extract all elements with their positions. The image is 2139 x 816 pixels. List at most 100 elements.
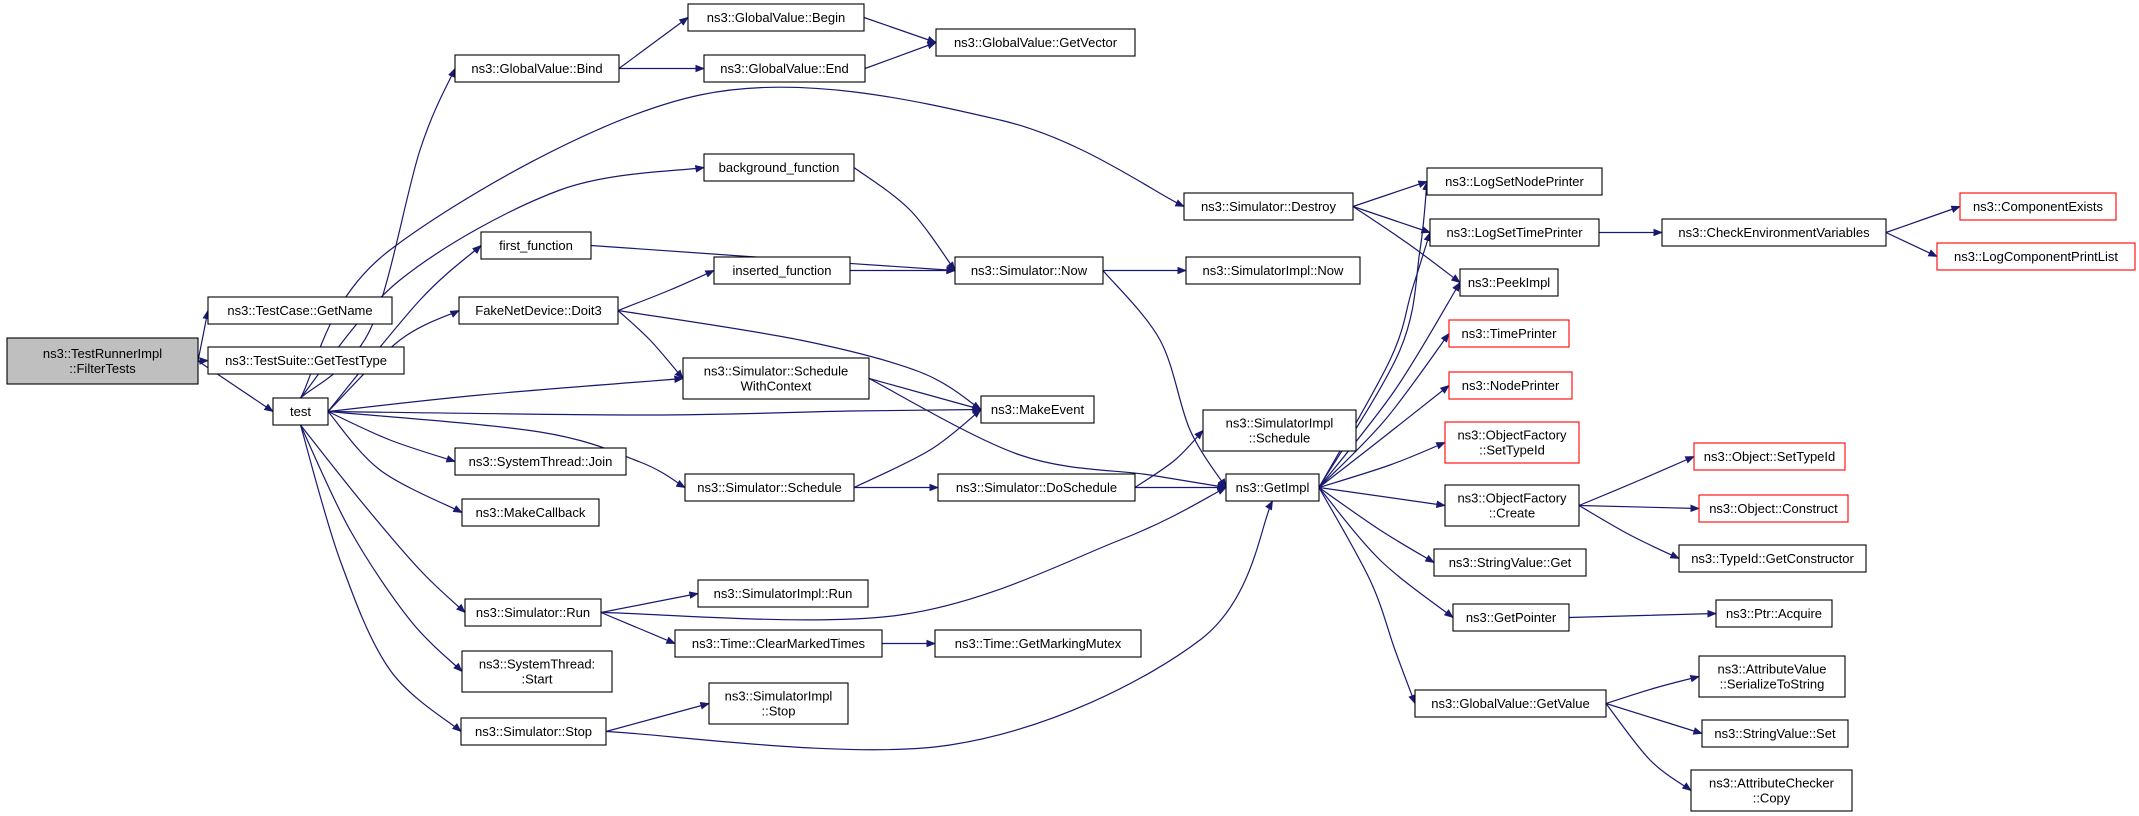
node-simulator-doschedule[interactable]: ns3::Simulator::DoSchedule xyxy=(937,473,1136,502)
node-box-simulatorimpl-schedule[interactable] xyxy=(1202,409,1357,452)
node-box-globalvalue-getvector[interactable] xyxy=(935,28,1136,57)
node-box-globalvalue-getvalue[interactable] xyxy=(1414,689,1607,718)
node-box-simulator-run[interactable] xyxy=(464,598,602,627)
node-simulatorimpl-now[interactable]: ns3::SimulatorImpl::Now xyxy=(1185,256,1361,285)
node-logcomponentprintlist[interactable]: ns3::LogComponentPrintList xyxy=(1936,242,2136,271)
node-object-construct[interactable]: ns3::Object::Construct xyxy=(1698,494,1849,523)
node-box-simulator-now[interactable] xyxy=(954,256,1104,285)
node-logsetnodeprinter[interactable]: ns3::LogSetNodePrinter xyxy=(1426,167,1603,196)
node-timeprinter[interactable]: ns3::TimePrinter xyxy=(1448,319,1570,348)
node-box-simulatorimpl-run[interactable] xyxy=(697,579,869,608)
node-time-clearmarkedtimes[interactable]: ns3::Time::ClearMarkedTimes xyxy=(674,629,883,658)
node-testcase-getname[interactable]: ns3::TestCase::GetName xyxy=(207,296,393,325)
node-globalvalue-getvalue[interactable]: ns3::GlobalValue::GetValue xyxy=(1414,689,1607,718)
node-simulatorimpl-schedule[interactable]: ns3::SimulatorImpl::Schedule xyxy=(1202,409,1357,452)
node-globalvalue-end[interactable]: ns3::GlobalValue::End xyxy=(703,54,866,83)
node-box-attributechecker-copy[interactable] xyxy=(1690,769,1853,812)
node-box-inserted-function[interactable] xyxy=(713,256,851,285)
node-box-globalvalue-begin[interactable] xyxy=(687,3,865,32)
node-objectfactory-create[interactable]: ns3::ObjectFactory::Create xyxy=(1444,484,1580,527)
node-box-first-function[interactable] xyxy=(480,231,592,260)
node-logsettimeprinter[interactable]: ns3::LogSetTimePrinter xyxy=(1429,218,1600,247)
node-box-filter-tests[interactable] xyxy=(6,337,199,385)
node-checkenvironmentvariables[interactable]: ns3::CheckEnvironmentVariables xyxy=(1661,218,1887,247)
node-box-typeid-getconstructor[interactable] xyxy=(1678,544,1867,573)
node-box-makecallback[interactable] xyxy=(461,498,600,527)
node-first-function[interactable]: first_function xyxy=(480,231,592,260)
node-simulator-schedule[interactable]: ns3::Simulator::Schedule xyxy=(684,473,855,502)
node-box-time-clearmarkedtimes[interactable] xyxy=(674,629,883,658)
node-box-timeprinter[interactable] xyxy=(1448,319,1570,348)
node-box-stringvalue-get[interactable] xyxy=(1433,548,1587,577)
node-box-simulatorimpl-stop[interactable] xyxy=(708,682,849,725)
node-box-object-construct[interactable] xyxy=(1698,494,1849,523)
node-box-simulator-doschedule[interactable] xyxy=(937,473,1136,502)
node-box-stringvalue-set[interactable] xyxy=(1701,719,1849,748)
node-box-fakenetdevice-doit3[interactable] xyxy=(458,296,619,325)
node-objectfactory-settypeid[interactable]: ns3::ObjectFactory::SetTypeId xyxy=(1444,421,1580,464)
node-simulator-destroy[interactable]: ns3::Simulator::Destroy xyxy=(1183,192,1354,221)
node-stringvalue-get[interactable]: ns3::StringValue::Get xyxy=(1433,548,1587,577)
node-background-function[interactable]: background_function xyxy=(703,153,855,182)
node-box-testcase-getname[interactable] xyxy=(207,296,393,325)
node-test[interactable]: test xyxy=(272,397,329,426)
node-box-test[interactable] xyxy=(272,397,329,426)
node-getimpl[interactable]: ns3::GetImpl xyxy=(1225,473,1320,502)
node-inserted-function[interactable]: inserted_function xyxy=(713,256,851,285)
node-simulatorimpl-run[interactable]: ns3::SimulatorImpl::Run xyxy=(697,579,869,608)
node-getpointer[interactable]: ns3::GetPointer xyxy=(1452,603,1570,632)
node-box-nodeprinter[interactable] xyxy=(1448,371,1573,400)
node-box-componentexists[interactable] xyxy=(1959,192,2117,221)
node-peekimpl[interactable]: ns3::PeekImpl xyxy=(1459,268,1559,297)
node-time-getmarkingmutex[interactable]: ns3::Time::GetMarkingMutex xyxy=(934,629,1142,658)
node-testsuite-gettesttype[interactable]: ns3::TestSuite::GetTestType xyxy=(207,346,405,375)
node-box-objectfactory-settypeid[interactable] xyxy=(1444,421,1580,464)
node-box-object-settypeid[interactable] xyxy=(1693,442,1846,471)
node-simulatorimpl-stop[interactable]: ns3::SimulatorImpl::Stop xyxy=(708,682,849,725)
node-box-time-getmarkingmutex[interactable] xyxy=(934,629,1142,658)
node-attributevalue-serializetostring[interactable]: ns3::AttributeValue::SerializeToString xyxy=(1698,655,1846,698)
node-box-systemthread-join[interactable] xyxy=(454,447,627,476)
node-box-simulator-schedule[interactable] xyxy=(684,473,855,502)
node-fakenetdevice-doit3[interactable]: FakeNetDevice::Doit3 xyxy=(458,296,619,325)
node-object-settypeid[interactable]: ns3::Object::SetTypeId xyxy=(1693,442,1846,471)
node-box-logsetnodeprinter[interactable] xyxy=(1426,167,1603,196)
node-makecallback[interactable]: ns3::MakeCallback xyxy=(461,498,600,527)
node-box-objectfactory-create[interactable] xyxy=(1444,484,1580,527)
node-globalvalue-getvector[interactable]: ns3::GlobalValue::GetVector xyxy=(935,28,1136,57)
node-attributechecker-copy[interactable]: ns3::AttributeChecker::Copy xyxy=(1690,769,1853,812)
node-box-attributevalue-serializetostring[interactable] xyxy=(1698,655,1846,698)
node-box-systemthread-start[interactable] xyxy=(461,650,613,693)
node-box-logcomponentprintlist[interactable] xyxy=(1936,242,2136,271)
node-simulator-stop[interactable]: ns3::Simulator::Stop xyxy=(460,717,607,746)
node-box-globalvalue-end[interactable] xyxy=(703,54,866,83)
node-simulator-run[interactable]: ns3::Simulator::Run xyxy=(464,598,602,627)
node-componentexists[interactable]: ns3::ComponentExists xyxy=(1959,192,2117,221)
node-box-background-function[interactable] xyxy=(703,153,855,182)
node-typeid-getconstructor[interactable]: ns3::TypeId::GetConstructor xyxy=(1678,544,1867,573)
node-box-globalvalue-bind[interactable] xyxy=(454,54,620,83)
node-box-simulatorimpl-now[interactable] xyxy=(1185,256,1361,285)
node-box-peekimpl[interactable] xyxy=(1459,268,1559,297)
node-box-getpointer[interactable] xyxy=(1452,603,1570,632)
node-box-getimpl[interactable] xyxy=(1225,473,1320,502)
node-globalvalue-bind[interactable]: ns3::GlobalValue::Bind xyxy=(454,54,620,83)
node-filter-tests[interactable]: ns3::TestRunnerImpl::FilterTests xyxy=(6,337,199,385)
node-box-checkenvironmentvariables[interactable] xyxy=(1661,218,1887,247)
node-box-schedulewithcontext[interactable] xyxy=(682,357,870,400)
node-globalvalue-begin[interactable]: ns3::GlobalValue::Begin xyxy=(687,3,865,32)
node-makeevent[interactable]: ns3::MakeEvent xyxy=(980,395,1095,424)
node-box-testsuite-gettesttype[interactable] xyxy=(207,346,405,375)
node-simulator-now[interactable]: ns3::Simulator::Now xyxy=(954,256,1104,285)
node-box-simulator-stop[interactable] xyxy=(460,717,607,746)
node-systemthread-start[interactable]: ns3::SystemThread::Start xyxy=(461,650,613,693)
node-box-makeevent[interactable] xyxy=(980,395,1095,424)
node-stringvalue-set[interactable]: ns3::StringValue::Set xyxy=(1701,719,1849,748)
node-systemthread-join[interactable]: ns3::SystemThread::Join xyxy=(454,447,627,476)
node-box-logsettimeprinter[interactable] xyxy=(1429,218,1600,247)
node-ptr-acquire[interactable]: ns3::Ptr::Acquire xyxy=(1715,599,1833,628)
node-box-simulator-destroy[interactable] xyxy=(1183,192,1354,221)
node-box-ptr-acquire[interactable] xyxy=(1715,599,1833,628)
node-nodeprinter[interactable]: ns3::NodePrinter xyxy=(1448,371,1573,400)
